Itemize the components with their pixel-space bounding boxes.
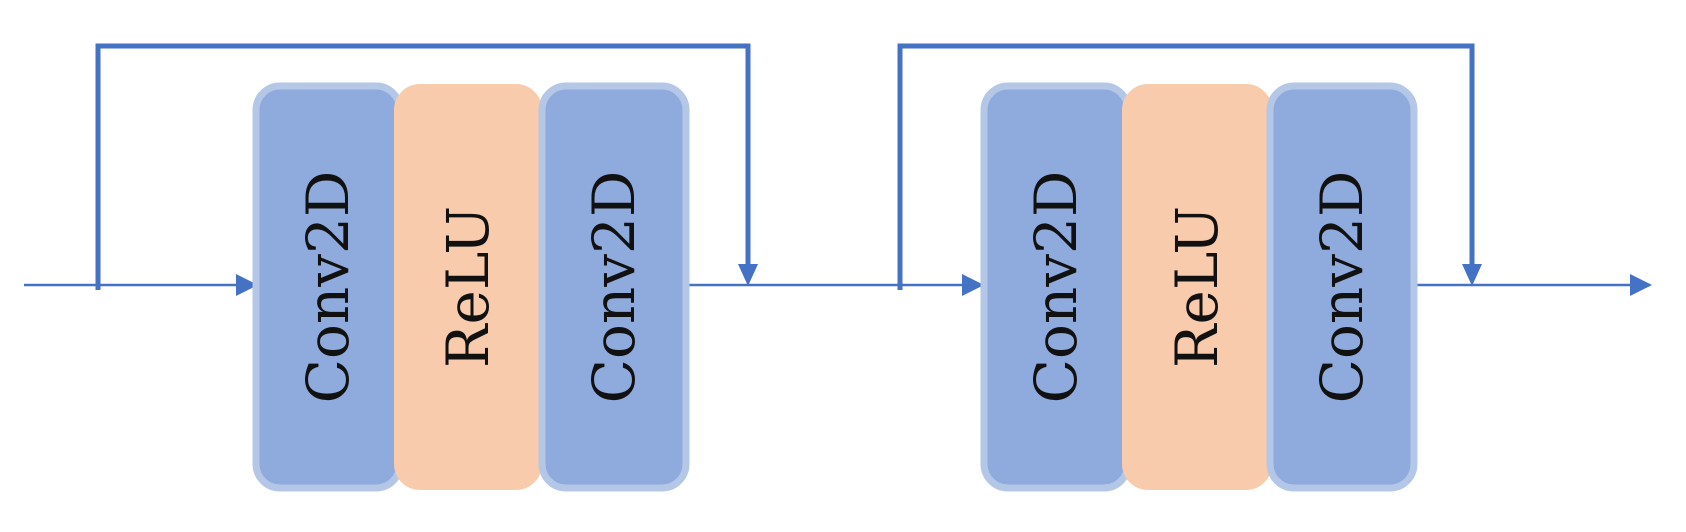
block-2-conv2d-b-label: Conv2D: [1308, 171, 1376, 404]
block-1-conv2d-b-label: Conv2D: [580, 171, 648, 404]
skip-connection-2: [897, 43, 1475, 290]
input-arrowhead: [236, 274, 258, 296]
skip-connection-1-arrowhead: [738, 264, 758, 286]
block-2-conv2d-b: [1266, 82, 1418, 492]
block-1-conv2d-b: [538, 82, 690, 492]
output-arrowhead: [1630, 274, 1652, 296]
block-2-relu-label: ReLU: [1163, 206, 1231, 368]
skip-connection-2-arrowhead: [1462, 264, 1482, 286]
block-2-conv2d-a-label: Conv2D: [1022, 171, 1090, 404]
block-1-conv2d-a-label: Conv2D: [294, 171, 362, 404]
block-2: Conv2D ReLU Conv2D: [980, 82, 1418, 492]
skip-connection-1: [95, 43, 751, 290]
block-1: Conv2D ReLU Conv2D: [252, 82, 690, 492]
block2-input-arrowhead: [962, 274, 984, 296]
block-1-relu-label: ReLU: [434, 206, 502, 368]
